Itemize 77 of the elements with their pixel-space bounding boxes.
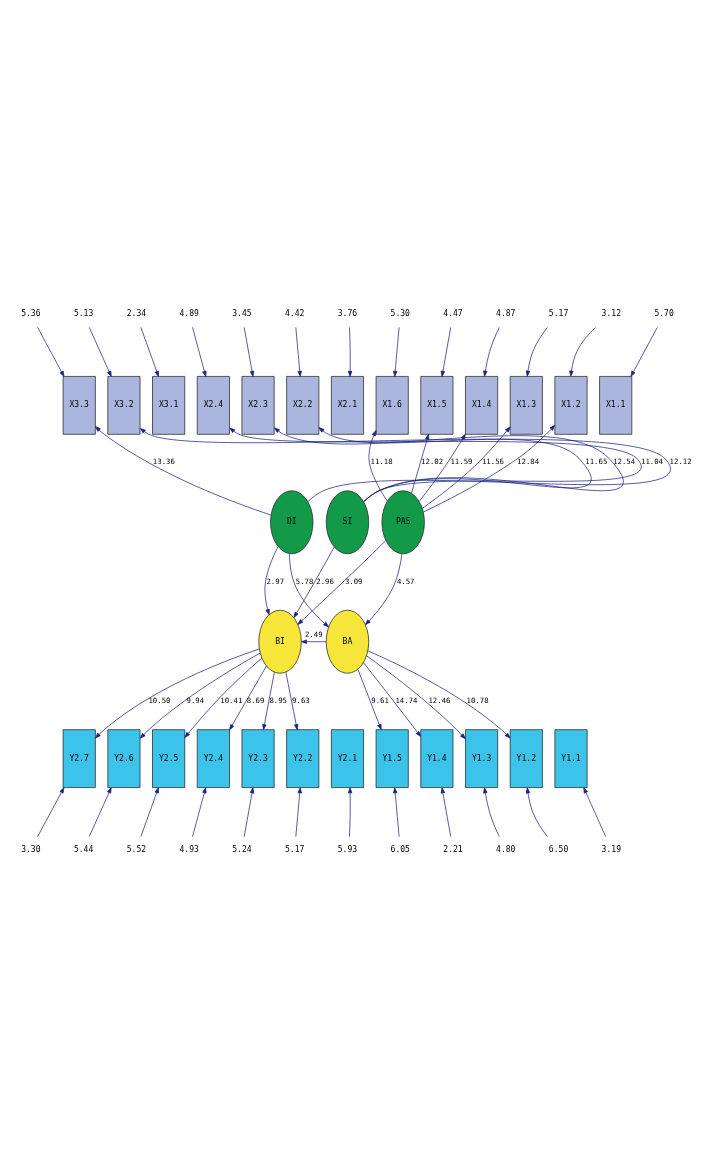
arrow bbox=[88, 326, 112, 377]
arrow bbox=[192, 786, 207, 837]
edge-label: 3.09 bbox=[344, 576, 363, 586]
edge-label: 12.84 bbox=[517, 456, 540, 466]
edge-label: 14.74 bbox=[395, 695, 418, 705]
edge-label: 8.95 bbox=[269, 695, 288, 705]
edge-label: 2.49 bbox=[304, 629, 323, 639]
edge-label: 11.65 bbox=[585, 456, 608, 466]
edge-label: 9.63 bbox=[292, 695, 310, 705]
arrow bbox=[347, 326, 353, 377]
edge-label: 5.78 bbox=[295, 576, 314, 586]
edge-label: 2.96 bbox=[316, 576, 334, 586]
edge-label: 13.36 bbox=[152, 456, 175, 466]
arrow bbox=[229, 665, 267, 730]
arrow bbox=[295, 786, 302, 837]
arrow bbox=[95, 648, 260, 738]
arrow bbox=[274, 427, 624, 502]
edge-label: 10.41 bbox=[220, 695, 243, 705]
arrow bbox=[289, 552, 329, 627]
arrow bbox=[483, 786, 500, 837]
arrow bbox=[293, 546, 335, 618]
arrow bbox=[363, 661, 422, 737]
arrow bbox=[243, 786, 255, 837]
arrow bbox=[366, 655, 466, 739]
arrow bbox=[297, 539, 387, 625]
arrow bbox=[140, 786, 159, 837]
arrow bbox=[357, 668, 382, 730]
arrow bbox=[301, 639, 327, 644]
arrow bbox=[483, 326, 500, 377]
edge-label: 10.78 bbox=[466, 695, 489, 705]
arrow bbox=[229, 427, 642, 502]
arrow bbox=[393, 786, 400, 837]
arrow bbox=[37, 786, 65, 837]
arrow bbox=[95, 425, 272, 515]
arrow bbox=[347, 786, 353, 837]
arrow bbox=[37, 326, 65, 377]
edge-label: 10.50 bbox=[148, 695, 171, 705]
arrow bbox=[318, 426, 592, 502]
arrow bbox=[140, 326, 159, 377]
edge-label: 11.56 bbox=[481, 456, 504, 466]
arrow bbox=[525, 786, 548, 837]
arrow bbox=[285, 671, 299, 730]
edge-label: 11.59 bbox=[450, 456, 473, 466]
edge-label: 12.54 bbox=[613, 456, 636, 466]
arrow bbox=[365, 552, 403, 625]
arrow bbox=[440, 786, 452, 837]
arrow bbox=[139, 652, 261, 739]
arrow bbox=[630, 326, 658, 377]
arrow bbox=[88, 786, 112, 837]
arrow bbox=[264, 545, 279, 615]
arrow bbox=[295, 326, 302, 377]
edge-label: 9.61 bbox=[371, 695, 389, 705]
edge-label: 11.18 bbox=[370, 456, 393, 466]
arrow bbox=[243, 326, 255, 377]
arrow bbox=[422, 426, 511, 509]
arrow bbox=[440, 326, 452, 377]
edge-label: 12.12 bbox=[669, 456, 692, 466]
edge-label: 12.46 bbox=[428, 695, 451, 705]
arrow bbox=[583, 786, 607, 837]
arrow bbox=[423, 424, 556, 512]
arrow bbox=[525, 326, 548, 377]
edge-label: 4.57 bbox=[396, 576, 415, 586]
arrow bbox=[140, 427, 671, 502]
arrow bbox=[569, 326, 596, 377]
edge-label: 11.04 bbox=[640, 456, 663, 466]
arrow bbox=[411, 433, 430, 494]
arrow bbox=[393, 326, 400, 377]
arrow bbox=[184, 657, 262, 738]
arrow bbox=[368, 429, 388, 501]
edge-label: 8.69 bbox=[246, 695, 265, 705]
edge-label: 2.97 bbox=[266, 576, 285, 586]
edge-label: 12.02 bbox=[421, 456, 444, 466]
arrow bbox=[419, 433, 466, 502]
arrow bbox=[262, 671, 275, 730]
arrow bbox=[192, 326, 207, 377]
arrow bbox=[367, 650, 511, 738]
edge-label: 9.94 bbox=[186, 695, 205, 705]
